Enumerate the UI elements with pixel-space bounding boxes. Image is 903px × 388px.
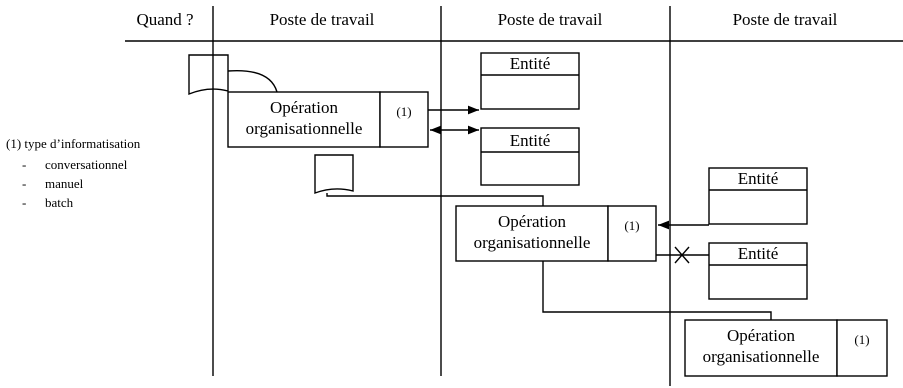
- operation-link: [542, 261, 772, 320]
- output-document-icon: [314, 154, 354, 195]
- entity-box-3: [708, 167, 808, 225]
- operation-tag-2: (1): [624, 218, 639, 233]
- operation-label-2-line1: Opération: [498, 212, 566, 231]
- operation-label-3-line1: Opération: [727, 326, 795, 345]
- entity-label-2: Entité: [510, 131, 551, 150]
- operation-tag-box-3: [836, 319, 888, 377]
- entity-label-3: Entité: [738, 169, 779, 188]
- workstation-header-3: Poste de travail: [733, 10, 838, 29]
- legend-bullet: -: [22, 195, 26, 210]
- operation-label-3-line2: organisationnelle: [703, 347, 820, 366]
- operation-tag-1: (1): [396, 104, 411, 119]
- legend-item-manual: manuel: [45, 176, 84, 191]
- workstation-header-1: Poste de travail: [270, 10, 375, 29]
- input-document-icon: [188, 54, 229, 96]
- legend-title: (1) type d’informatisation: [6, 136, 141, 151]
- document-link-1: [227, 69, 278, 93]
- legend-bullet: -: [22, 157, 26, 172]
- operation-label-1-line1: Opération: [270, 98, 338, 117]
- operation-tag-3: (1): [854, 332, 869, 347]
- operation-tag-box-1: [379, 91, 429, 148]
- legend-bullet: -: [22, 176, 26, 191]
- operation-box-1: [227, 91, 381, 148]
- legend-item-batch: batch: [45, 195, 74, 210]
- when-column-header: Quand ?: [136, 10, 193, 29]
- operation-label-1-line2: organisationnelle: [246, 119, 363, 138]
- entity-box-2: [480, 127, 580, 186]
- entity-label-1: Entité: [510, 54, 551, 73]
- entity-box-1: [480, 52, 580, 110]
- document-link-2: [326, 193, 544, 206]
- legend-item-conversational: conversationnel: [45, 157, 128, 172]
- entity-label-4: Entité: [738, 244, 779, 263]
- entity-box-4: [708, 242, 808, 300]
- workstation-header-2: Poste de travail: [498, 10, 603, 29]
- operation-box-3: [684, 319, 838, 377]
- operation-label-2-line2: organisationnelle: [474, 233, 591, 252]
- operation-tag-box-2: [607, 205, 657, 262]
